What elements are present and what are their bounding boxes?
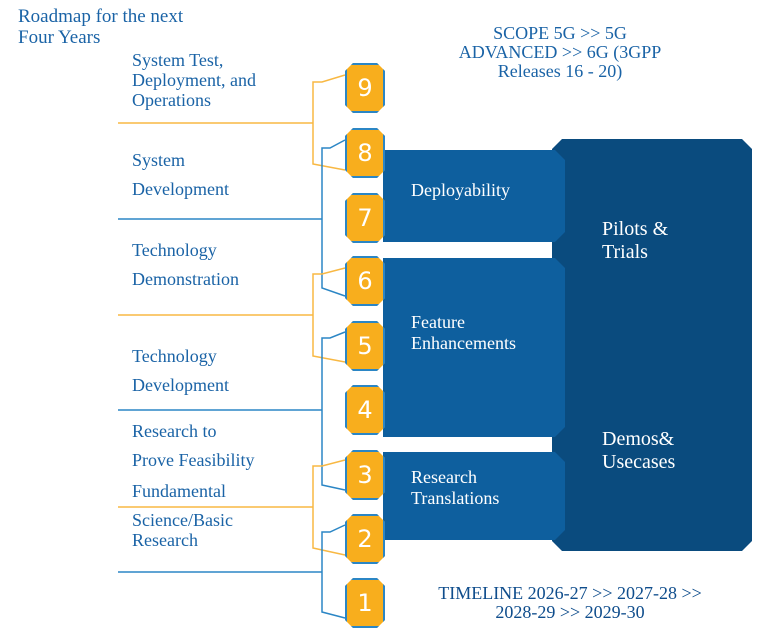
stage-line: Operations: [132, 90, 211, 110]
label-line: Feature: [411, 312, 465, 332]
label-line: Pilots &: [602, 218, 669, 240]
label-line: Trials: [602, 241, 648, 263]
phase-label: Deployability: [411, 180, 510, 200]
stage-line: Science/Basic: [132, 510, 233, 530]
title-line: Roadmap for the next: [18, 6, 184, 27]
step-9: 9: [345, 63, 385, 113]
label-line: Enhancements: [411, 333, 516, 353]
stage-line: Development: [132, 179, 229, 199]
stage-line: Development: [132, 375, 229, 395]
step-1: 1: [345, 578, 385, 628]
step-8: 8: [345, 128, 385, 178]
timeline-line: TIMELINE 2026-27 >> 2027-28 >>: [438, 583, 702, 603]
pilots-trials-label: Pilots &Trials: [602, 218, 668, 264]
step-3: 3: [345, 450, 385, 500]
label-line: Research: [411, 467, 477, 487]
stage-line: Deployment, and: [132, 70, 256, 90]
stage-line: Technology: [132, 346, 217, 366]
stage-line: Demonstration: [132, 269, 239, 289]
stage-line: System Test,: [132, 50, 224, 70]
timeline-text: TIMELINE 2026-27 >> 2027-28 >>2028-29 >>…: [405, 584, 735, 622]
stage-research-feasibility: Research to Prove Feasibility: [132, 417, 255, 475]
scope-line: Releases 16 - 20): [497, 61, 623, 81]
demos-usecases-label: Demos&Usecases: [602, 428, 675, 474]
step-5: 5: [345, 321, 385, 371]
stage-line: Research to: [132, 421, 217, 441]
label-line: Usecases: [602, 451, 676, 473]
scope-line: SCOPE 5G >> 5G: [493, 23, 627, 43]
step-6: 6: [345, 256, 385, 306]
scope-line: ADVANCED >> 6G (3GPP: [458, 42, 662, 62]
stage-line: Fundamental: [132, 481, 226, 501]
label-line: Demos&: [602, 428, 675, 450]
phase-deployability: Deployability: [383, 150, 565, 242]
stage-line: Prove Feasibility: [132, 450, 255, 470]
stage-line: Research: [132, 530, 198, 550]
stage-line: Technology: [132, 240, 217, 260]
step-4: 4: [345, 385, 385, 435]
title-line: Four Years: [18, 27, 101, 48]
outcomes-panel: [552, 139, 752, 551]
step-7: 7: [345, 193, 385, 243]
stage-fundamental: Fundamental: [132, 477, 226, 506]
stage-line: System: [132, 150, 186, 170]
timeline-line: 2028-29 >> 2029-30: [495, 602, 645, 622]
step-2: 2: [345, 514, 385, 564]
label-line: Translations: [411, 488, 500, 508]
